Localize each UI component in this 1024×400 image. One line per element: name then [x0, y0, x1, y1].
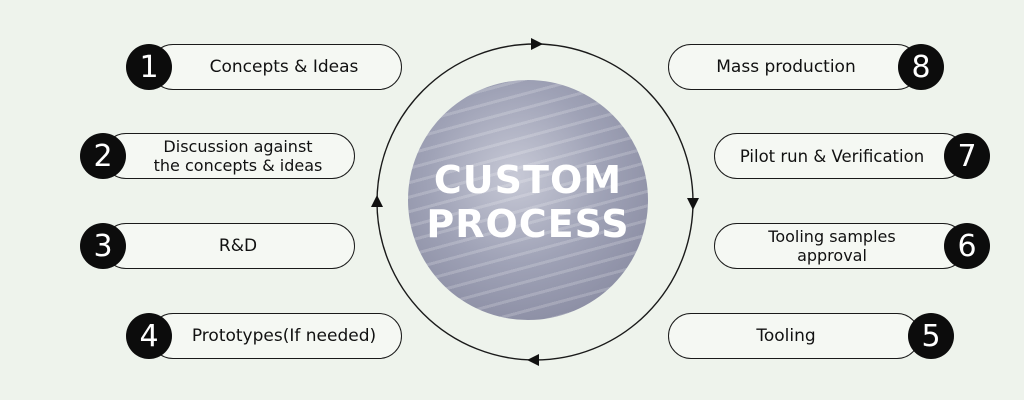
step-3-pill: R&D: [103, 223, 355, 269]
center-photo: [408, 80, 648, 320]
center-title-line1: CUSTOM: [433, 158, 623, 202]
step-5-pill: Tooling: [668, 313, 920, 359]
step-8-pill: Mass production: [668, 44, 920, 90]
step-8-label: Mass production: [716, 56, 856, 77]
step-1-pill: Concepts & Ideas: [150, 44, 402, 90]
step-7-number: 7: [944, 133, 990, 179]
step-3-number: 3: [80, 223, 126, 269]
step-2-pill: Discussion against the concepts & ideas: [103, 133, 355, 179]
arrow-right-icon: [687, 198, 699, 210]
step-5-number: 5: [908, 313, 954, 359]
step-6-pill: Tooling samples approval: [714, 223, 966, 269]
step-2-label: Discussion against the concepts & ideas: [128, 134, 348, 178]
arrow-bottom-icon: [527, 354, 539, 366]
step-1-number: 1: [126, 44, 172, 90]
step-1-label: Concepts & Ideas: [209, 56, 359, 77]
step-6-label-line2: approval: [797, 246, 867, 265]
arrow-left-icon: [371, 195, 383, 207]
step-2-label-line2: the concepts & ideas: [153, 156, 323, 175]
step-7-label: Pilot run & Verification: [739, 146, 925, 166]
step-8-number: 8: [898, 44, 944, 90]
step-2-label-line1: Discussion against: [163, 137, 313, 156]
step-3-label: R&D: [218, 235, 258, 256]
arrow-top-icon: [531, 38, 543, 50]
step-6-label-line1: Tooling samples: [768, 227, 896, 246]
step-4-number: 4: [126, 313, 172, 359]
step-2-number: 2: [80, 133, 126, 179]
step-4-pill: Prototypes(If needed): [150, 313, 402, 359]
center-title: CUSTOM PROCESS: [408, 158, 648, 246]
step-5-label: Tooling: [756, 325, 816, 346]
center-title-line2: PROCESS: [426, 202, 630, 246]
step-7-pill: Pilot run & Verification: [714, 133, 966, 179]
step-6-label: Tooling samples approval: [721, 224, 943, 268]
step-6-number: 6: [944, 223, 990, 269]
step-4-label: Prototypes(If needed): [191, 325, 377, 346]
